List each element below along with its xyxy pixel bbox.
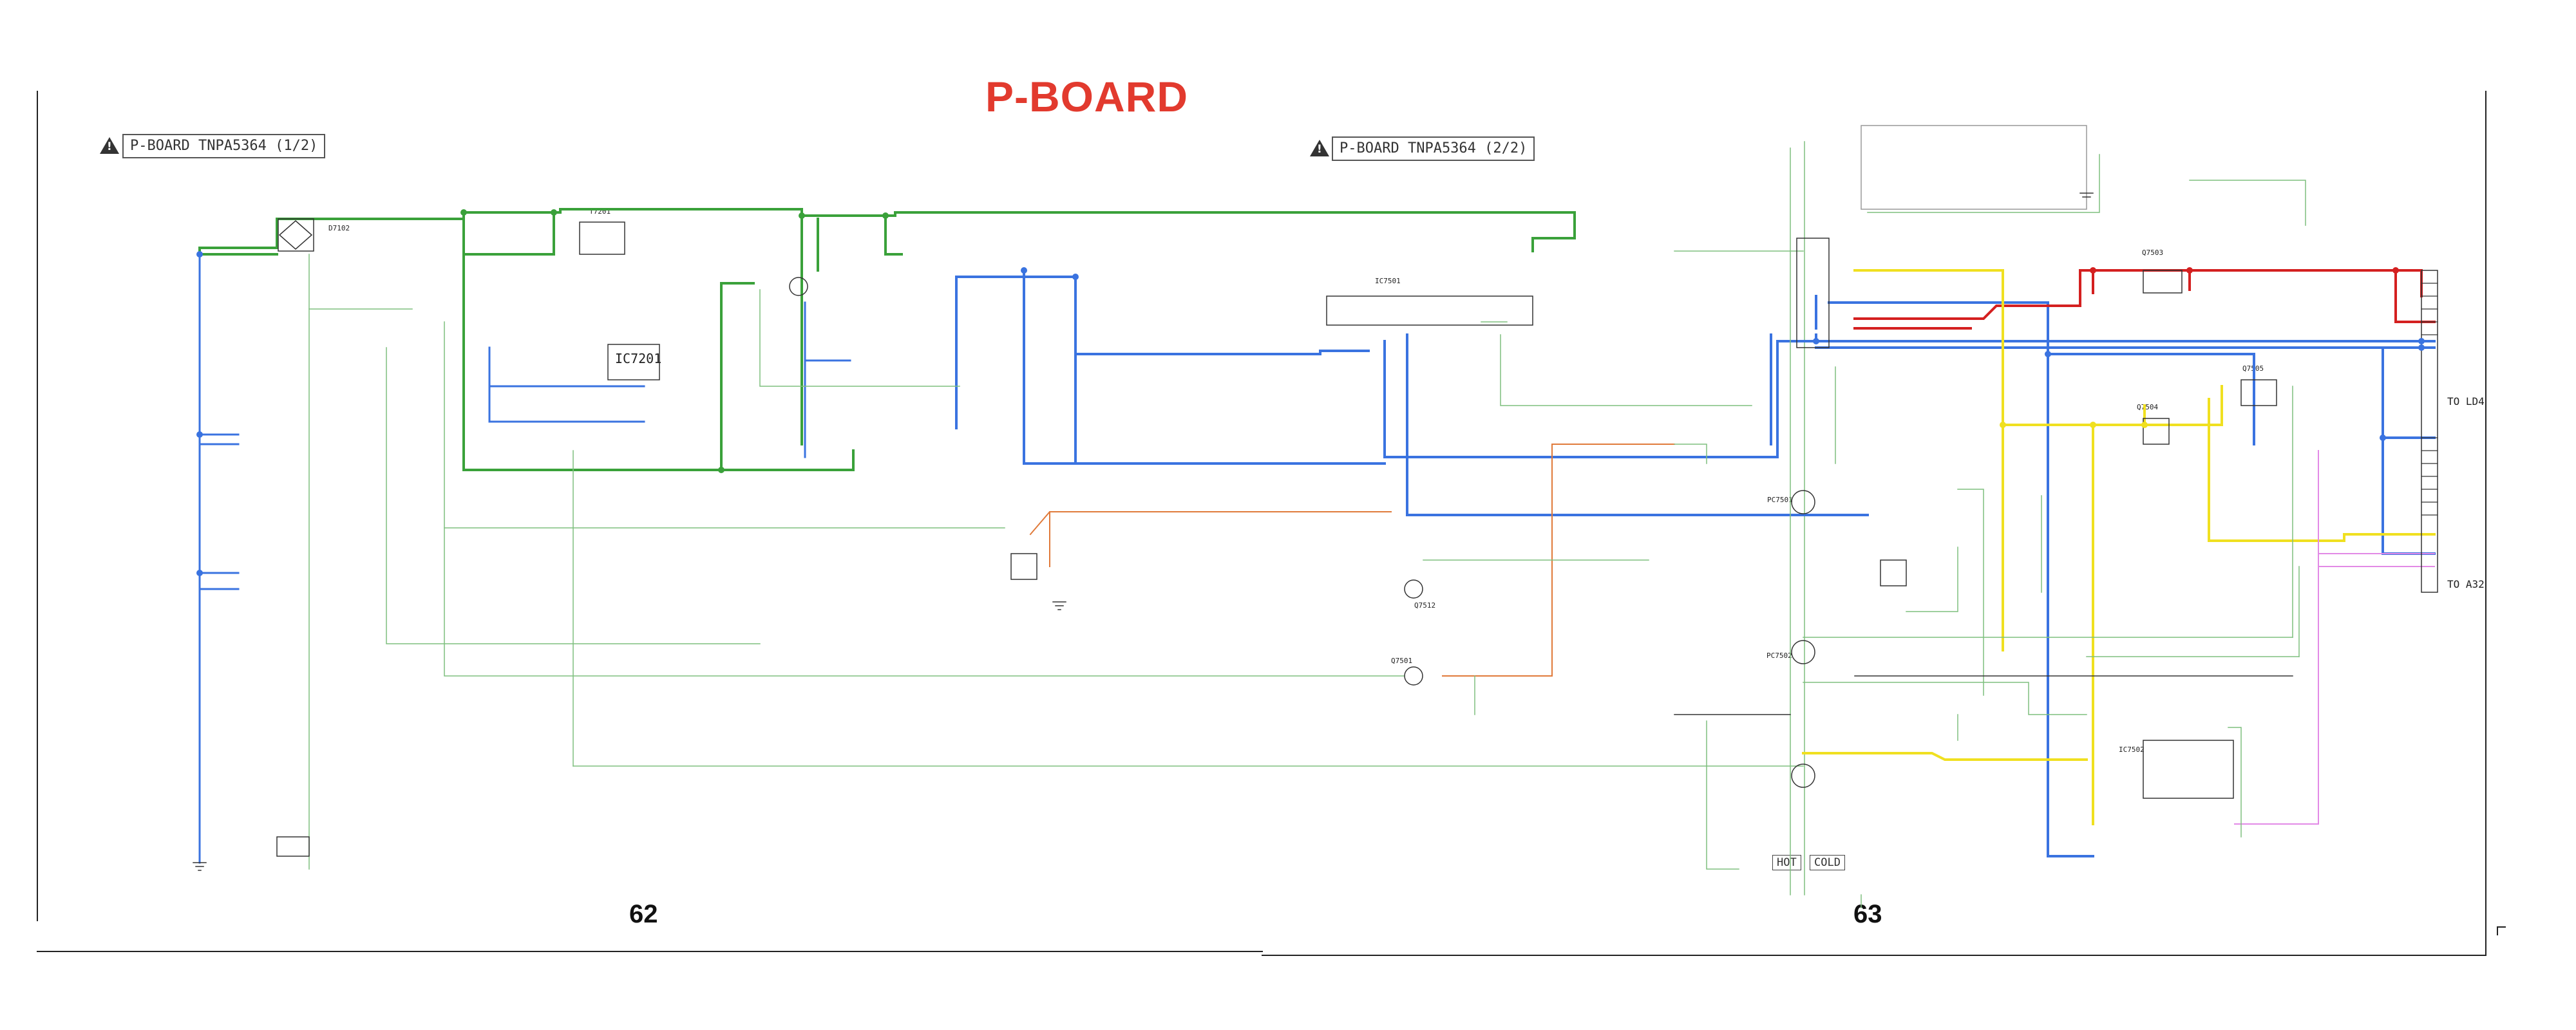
q7501-label: Q7501 <box>1391 657 1413 665</box>
ic7201-label: IC7201 <box>615 351 662 366</box>
q7504-label: Q7504 <box>2137 403 2159 411</box>
page-number-right: 63 <box>1853 900 1882 928</box>
ic7501-label: IC7501 <box>1375 277 1401 285</box>
page-frame <box>37 91 2506 956</box>
warning-icon <box>1310 140 1329 156</box>
component-outlines <box>276 125 2438 857</box>
connector-label-top: TO LD4 <box>2447 395 2485 407</box>
wire-red <box>1853 269 2436 330</box>
wire-green-main <box>198 208 1576 471</box>
transistor-symbols <box>789 277 1815 788</box>
ground-symbols <box>193 192 2094 871</box>
wire-dark <box>1674 675 2293 715</box>
pc7501-label: PC7501 <box>1767 496 1793 504</box>
wire-blue-left <box>198 253 851 864</box>
wire-orange <box>1029 444 1675 677</box>
warning-icon <box>100 137 119 154</box>
ic7502-label: IC7502 <box>2119 745 2145 754</box>
page-title: P-BOARD <box>985 73 1188 120</box>
wire-pink <box>2234 450 2435 825</box>
cold-label: COLD <box>1810 855 1845 870</box>
d7102-label: D7102 <box>328 224 350 232</box>
board-label-right: P-BOARD TNPA5364 (2/2) <box>1332 136 1535 161</box>
pc7502-label: PC7502 <box>1766 651 1792 660</box>
junctions <box>196 251 2425 576</box>
wire-blue-main <box>955 269 2436 857</box>
page-number-left: 62 <box>629 900 658 928</box>
hot-label: HOT <box>1772 855 1801 870</box>
q7503-label: Q7503 <box>2142 248 2164 257</box>
connector-pins <box>2421 283 2438 516</box>
board-label-left: P-BOARD TNPA5364 (1/2) <box>122 134 326 158</box>
wire-thin <box>308 147 2306 908</box>
q7512-label: Q7512 <box>1414 601 1436 610</box>
connector-label-bottom: TO A32 <box>2447 578 2485 590</box>
